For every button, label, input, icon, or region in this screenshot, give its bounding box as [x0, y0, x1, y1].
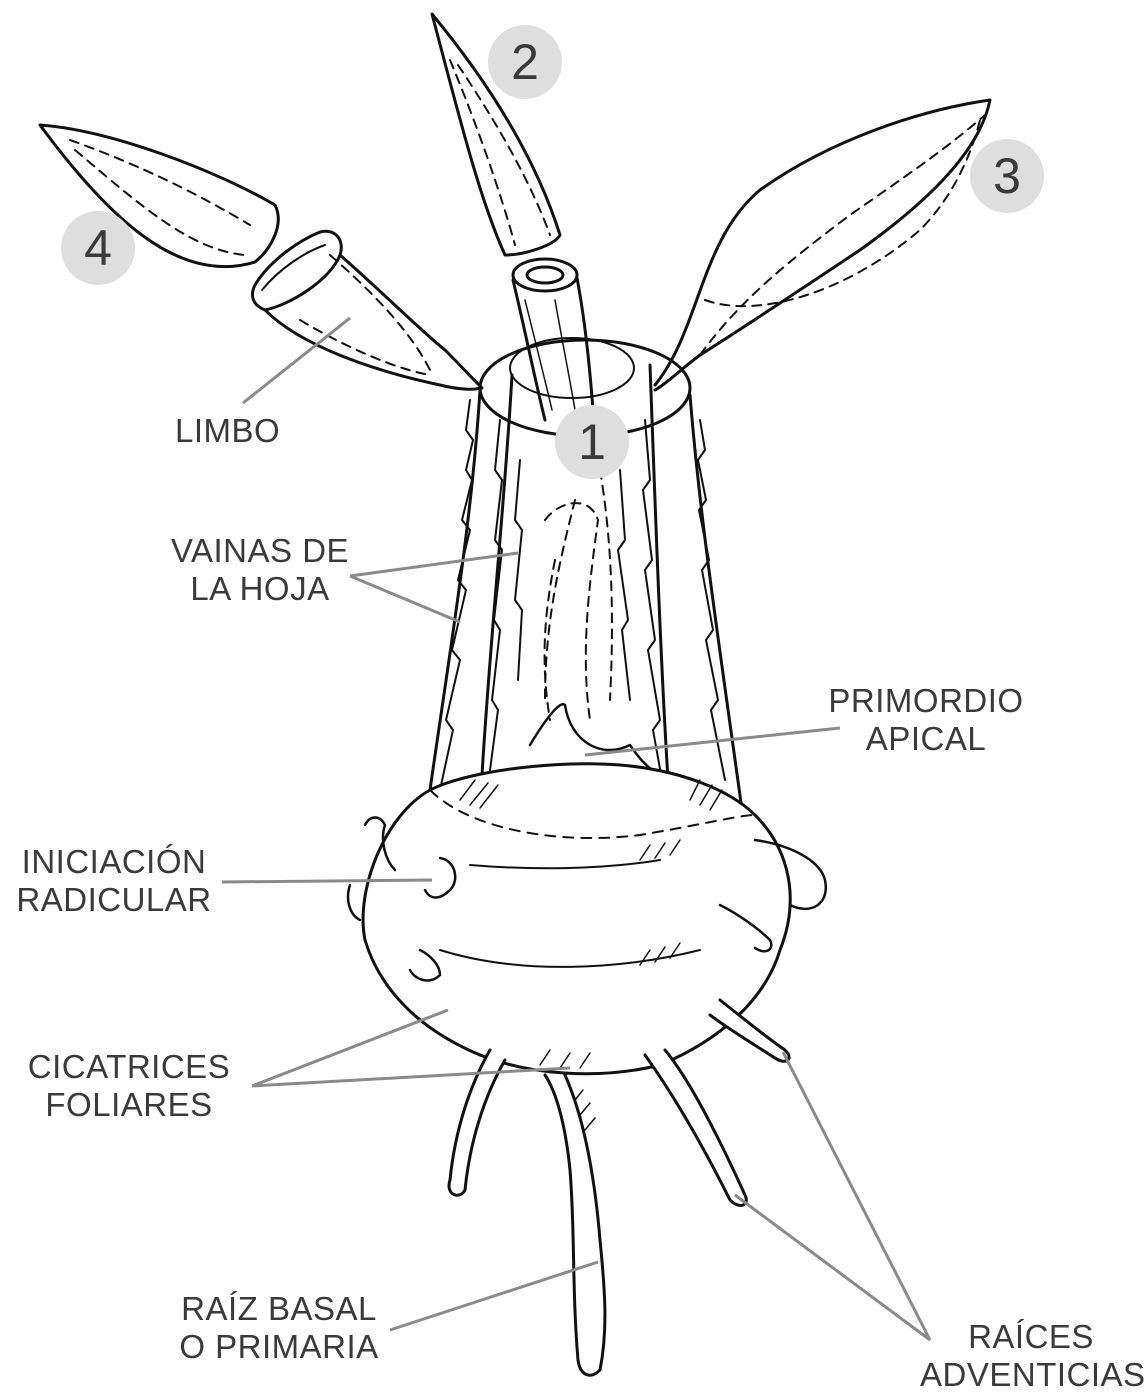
label-primordio-line1: PRIMORDIO: [828, 682, 1024, 720]
badge-2: 2: [488, 25, 562, 99]
badge-1: 1: [555, 405, 629, 479]
badge-4: 4: [61, 211, 135, 285]
label-vainas-de-la-hoja: VAINAS DE LA HOJA: [160, 532, 360, 608]
leaf-3: [655, 100, 990, 390]
badge-3: 3: [970, 139, 1044, 213]
label-iniciacion-radicular: INICIACIÓN RADICULAR: [5, 843, 223, 919]
leaf-4-petiole: [252, 231, 482, 389]
label-vainas-line2: LA HOJA: [160, 570, 360, 608]
label-primordio-apical: PRIMORDIO APICAL: [828, 682, 1024, 758]
label-raiz-basal-line1: RAÍZ BASAL: [168, 1290, 390, 1328]
label-iniciacion-line1: INICIACIÓN: [5, 843, 223, 881]
label-raiz-basal: RAÍZ BASAL O PRIMARIA: [168, 1290, 390, 1366]
label-cicatrices-foliares: CICATRICES FOLIARES: [15, 1048, 243, 1124]
label-iniciacion-line2: RADICULAR: [5, 881, 223, 919]
label-cicatrices-line2: FOLIARES: [15, 1086, 243, 1124]
label-raices-adventicias: RAÍCES ADVENTICIAS: [920, 1318, 1142, 1392]
label-raices-line1: RAÍCES: [920, 1318, 1142, 1356]
primary-root: [545, 1075, 605, 1375]
label-limbo: LIMBO: [175, 412, 280, 450]
label-cicatrices-line1: CICATRICES: [15, 1048, 243, 1086]
label-primordio-line2: APICAL: [828, 720, 1024, 758]
label-limbo-text: LIMBO: [175, 412, 280, 450]
label-raices-line2: ADVENTICIAS: [920, 1356, 1142, 1392]
label-raiz-basal-line2: O PRIMARIA: [168, 1328, 390, 1366]
label-vainas-line1: VAINAS DE: [160, 532, 360, 570]
